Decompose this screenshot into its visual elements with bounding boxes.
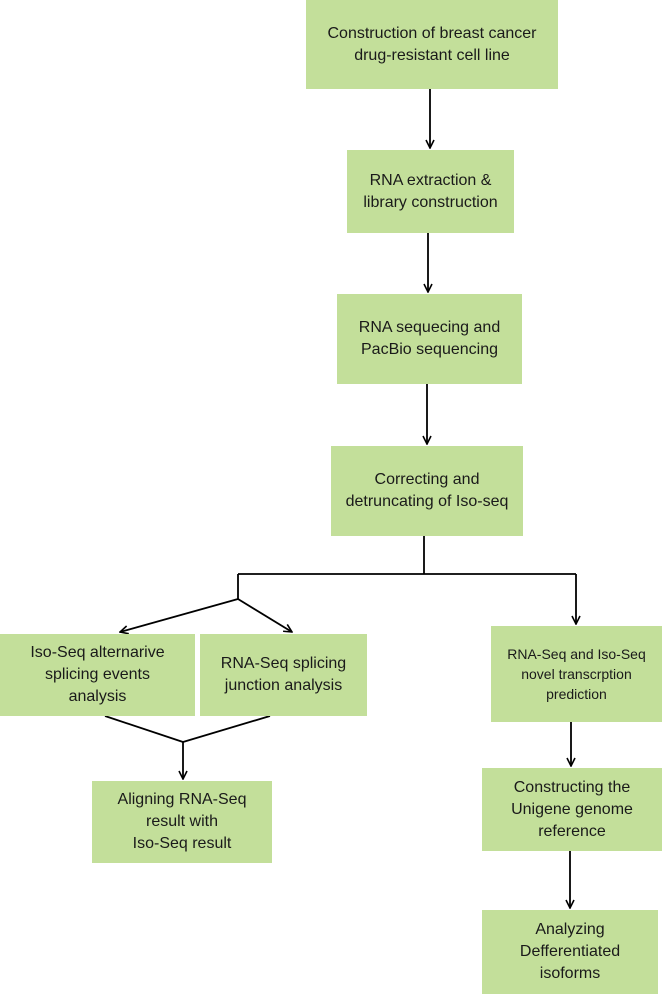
- step-novel-transcription-prediction: RNA-Seq and Iso-Seq novel transcrption p…: [491, 626, 662, 722]
- step-isoforms-line-2: Defferentiated: [519, 943, 621, 960]
- connector-iso-seq-to-merge: [104, 715, 184, 743]
- step-unigene-line-2: Unigene genome: [511, 800, 633, 818]
- step-iso-seq-splicing-line-2: splicing events: [45, 666, 150, 683]
- step-novel-prediction-line-2: novel transcrption: [521, 666, 632, 682]
- arrow-to-rna-seq-junction: [237, 598, 292, 632]
- step-isoforms-line-1: Analyzing: [535, 921, 605, 938]
- step-novel-prediction-line-1: RNA-Seq and Iso-Seq: [507, 646, 646, 662]
- step-sequencing: RNA sequecing and PacBio sequencing: [337, 294, 522, 384]
- step-novel-prediction-line-3: prediction: [546, 686, 607, 702]
- step-unigene-reference: Constructing the Unigene genome referenc…: [482, 768, 662, 851]
- step-rna-seq-junction-line-2: junction analysis: [224, 677, 343, 694]
- step-unigene-line-1: Constructing the: [513, 778, 631, 796]
- step-aligning-line-3: Iso-Seq result: [132, 835, 232, 852]
- step-iso-seq-splicing-line-1: Iso-Seq alternarive: [30, 644, 165, 661]
- step-iso-seq-splicing-line-3: analysis: [68, 688, 127, 705]
- step-rna-seq-junction-line-1: RNA-Seq splicing: [220, 655, 347, 672]
- step-isoforms-line-3: isoforms: [539, 965, 601, 982]
- step-construction-line-2: drug-resistant cell line: [354, 46, 510, 64]
- step-correcting-line-2: detruncating of Iso-seq: [345, 493, 509, 510]
- connector-rna-seq-to-merge: [182, 715, 271, 743]
- step-correcting-line-1: Correcting and: [374, 471, 480, 488]
- step-rna-extraction-line-2: library construction: [363, 193, 498, 211]
- step-construction-line-1: Construction of breast cancer: [327, 24, 537, 42]
- step-correcting-iso-seq: Correcting and detruncating of Iso-seq: [331, 446, 523, 536]
- step-construction-cell-line: Construction of breast cancer drug-resis…: [306, 0, 558, 89]
- step-iso-seq-splicing-analysis: Iso-Seq alternarive splicing events anal…: [0, 634, 195, 716]
- step-rna-extraction-line-1: RNA extraction &: [369, 171, 492, 189]
- step-sequencing-line-2: PacBio sequencing: [361, 341, 498, 358]
- step-aligning-results: Aligning RNA-Seq result with Iso-Seq res…: [92, 781, 272, 863]
- step-aligning-line-1: Aligning RNA-Seq: [117, 791, 247, 808]
- step-aligning-line-2: result with: [145, 813, 219, 830]
- step-rna-seq-junction-analysis: RNA-Seq splicing junction analysis: [200, 634, 367, 716]
- arrow-to-iso-seq-splicing: [120, 598, 239, 632]
- step-unigene-line-3: reference: [538, 822, 606, 840]
- step-rna-extraction: RNA extraction & library construction: [347, 150, 514, 233]
- step-analyzing-isoforms: Analyzing Defferentiated isoforms: [482, 910, 658, 994]
- step-sequencing-line-1: RNA sequecing and: [358, 319, 501, 336]
